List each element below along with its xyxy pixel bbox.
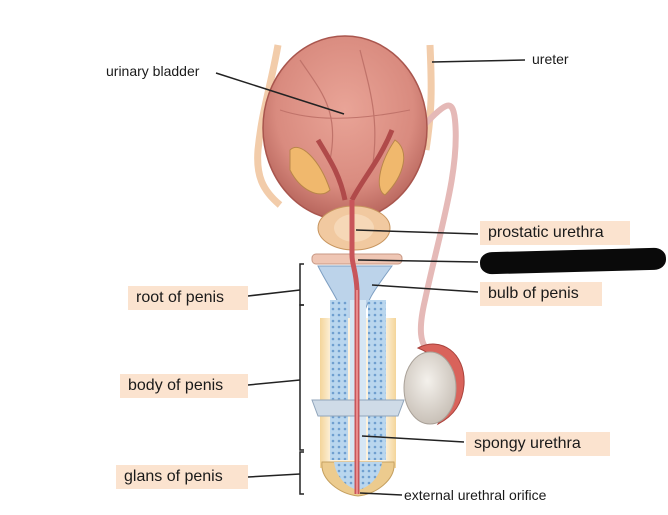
bracket-body xyxy=(299,304,304,451)
leader-body-of-penis xyxy=(247,379,301,386)
leader-prostatic-urethra xyxy=(355,229,479,235)
label-prostatic-urethra: prostatic urethra xyxy=(480,221,630,245)
urogenital-diaphragm xyxy=(311,253,403,265)
leader-root-of-penis xyxy=(247,289,301,297)
corpus-cavernosum-right xyxy=(368,300,386,460)
label-root-of-penis: root of penis xyxy=(128,286,248,310)
leader-spongy-urethra xyxy=(361,435,465,443)
seminal-vesicle-right xyxy=(378,139,405,196)
bracket-glans xyxy=(299,451,304,495)
leader-glans-of-penis xyxy=(247,473,301,478)
label-ureter: ureter xyxy=(532,51,569,67)
ureter-left xyxy=(254,44,283,208)
label-glans-of-penis: glans of penis xyxy=(116,465,248,489)
corpus-cavernosum-left xyxy=(330,300,348,460)
label-spongy-urethra: spongy urethra xyxy=(466,432,610,456)
label-urinary-bladder: urinary bladder xyxy=(106,63,200,79)
urethra-path xyxy=(349,200,360,494)
vas-deferens xyxy=(397,102,459,355)
label-bulb-of-penis: bulb of penis xyxy=(480,282,602,306)
seminal-vesicle-left xyxy=(289,147,331,195)
label-body-of-penis: body of penis xyxy=(120,374,248,398)
leader-ureter xyxy=(431,59,526,63)
ureter-right xyxy=(422,44,435,151)
label-external-urethral-orifice: external urethral orifice xyxy=(404,487,547,503)
leader-external-urethral-orifice xyxy=(359,492,403,496)
leader-bulb-of-penis xyxy=(371,284,479,293)
leader-urinary-bladder xyxy=(215,72,345,115)
leader-redacted xyxy=(357,259,479,263)
bracket-root xyxy=(299,263,304,306)
testis-shape xyxy=(403,351,457,425)
